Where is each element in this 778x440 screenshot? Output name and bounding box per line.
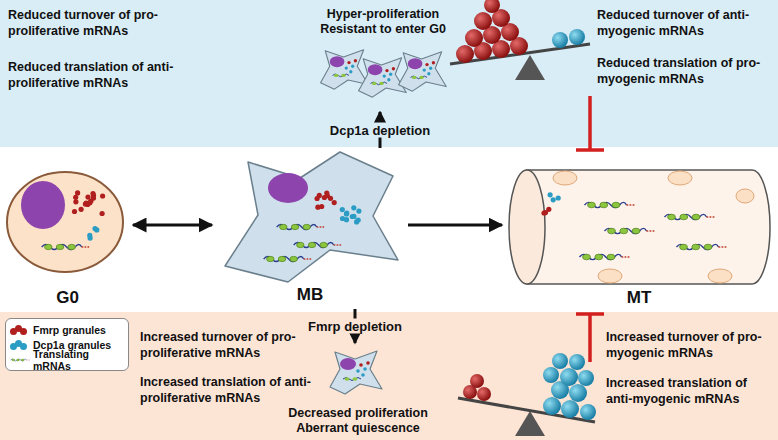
- legend-box: Fmrp granulesDcp1a granulesTranslating m…: [5, 318, 129, 371]
- legend-text: Fmrp granules: [33, 324, 106, 336]
- legend-text: Translating mRNAs: [33, 348, 124, 372]
- connector: [408, 224, 502, 227]
- side-note: Increased turnover of pro-myogenic mRNAs: [606, 330, 774, 361]
- granule-dot: [79, 207, 84, 212]
- granule-dot: [87, 200, 92, 205]
- granule-dot: [83, 202, 88, 207]
- granule-dot: [100, 193, 105, 198]
- cell-group: Hyper-proliferation Resistant to enter G…: [305, 5, 461, 110]
- granule-dot: [100, 211, 105, 216]
- legend-swatch: [10, 325, 28, 335]
- legend-row: Fmrp granules: [10, 322, 124, 337]
- side-note: Reduced translation of anti-proliferativ…: [8, 60, 193, 91]
- granule-dot: [556, 195, 561, 200]
- granule-dot: [551, 197, 556, 202]
- granule-dot: [344, 210, 349, 215]
- inhibition-bar: [576, 96, 604, 362]
- granule-dot: [324, 191, 329, 196]
- side-note: Reduced turnover of pro-proliferative mR…: [8, 8, 193, 39]
- cell-state: MB: [215, 150, 405, 307]
- side-note: Increased translation of anti-myogenic m…: [606, 376, 774, 407]
- granule-dot: [85, 195, 90, 200]
- granule-dot: [356, 209, 361, 214]
- granule-dot: [328, 196, 333, 201]
- cell-state: MT: [505, 160, 773, 310]
- node-text: Hyper-proliferation Resistant to enter G…: [305, 7, 461, 37]
- side-note: Increased translation of anti-proliferat…: [140, 375, 315, 406]
- granule-dot: [356, 218, 361, 223]
- granule-dot: [541, 210, 546, 215]
- cell-state: G0: [5, 165, 130, 310]
- side-note: Reduced turnover of anti-myogenic mRNAs: [597, 8, 775, 39]
- legend-row: Translating mRNAs: [10, 352, 124, 367]
- cell-group: Decreased proliferation Aberrant quiesce…: [280, 345, 436, 438]
- granule-dot: [548, 192, 553, 197]
- node-text: MB: [297, 285, 323, 305]
- connector: [133, 224, 212, 227]
- myotube: [527, 170, 770, 284]
- granule-dot: [315, 196, 320, 201]
- edge-label: Dcp1a depletion: [327, 123, 433, 138]
- granule-dot: [75, 190, 80, 195]
- node-text: Decreased proliferation Aberrant quiesce…: [280, 406, 436, 436]
- mb-cell: [225, 152, 398, 282]
- granule-dot: [340, 216, 345, 221]
- granule-dot: [73, 199, 78, 204]
- side-note: Reduced translation of pro-myogenic mRNA…: [597, 56, 775, 87]
- granule-dot: [351, 205, 356, 210]
- g0-cell: [7, 172, 123, 272]
- side-note: Increased turnover of pro-proliferative …: [140, 330, 315, 361]
- node-text: MT: [627, 288, 652, 308]
- granule-dot: [91, 196, 96, 201]
- granule-dot: [87, 233, 92, 238]
- legend-swatch: [10, 340, 28, 350]
- edge-label: Fmrp depletion: [305, 319, 405, 334]
- granule-dot: [72, 209, 77, 214]
- granule-dot: [319, 204, 324, 209]
- granule-dot: [344, 211, 349, 216]
- granule-dot: [351, 214, 356, 219]
- granule-dot: [340, 207, 345, 212]
- granule-dot: [332, 200, 337, 205]
- node-text: G0: [56, 288, 79, 308]
- legend-sample: [10, 355, 30, 365]
- granule-dot: [94, 227, 99, 232]
